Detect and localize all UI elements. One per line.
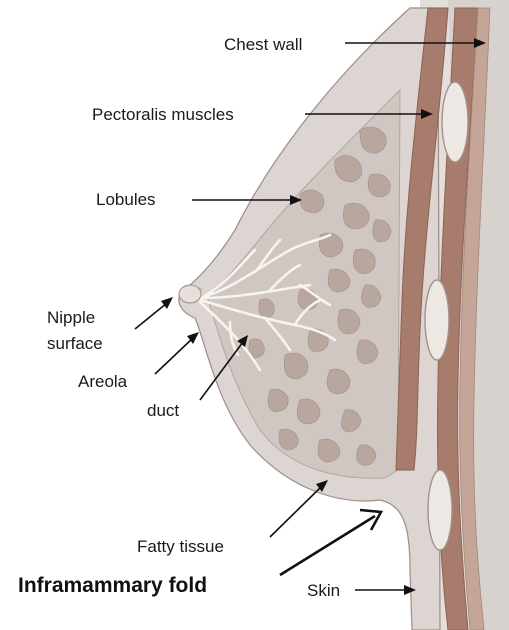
nipple-areola <box>179 285 202 303</box>
pectoralis-label: Pectoralis muscles <box>92 105 234 124</box>
lobules-label: Lobules <box>96 190 156 209</box>
nipple-label-line1: Nipple <box>47 308 95 327</box>
inframammary-label: Inframammary fold <box>18 574 207 597</box>
areola-label: Areola <box>78 372 128 391</box>
fatty-label: Fatty tissue <box>137 537 224 556</box>
skin-label: Skin <box>307 581 340 600</box>
inframammary-arrow-line <box>280 516 375 575</box>
duct-label: duct <box>147 401 179 420</box>
label-fatty-tissue: Fatty tissue <box>137 480 328 556</box>
fatty-arrow-line <box>270 486 322 537</box>
nipple-arrow-line <box>135 303 167 329</box>
nipple-label-line2: surface <box>47 334 103 353</box>
chest-wall-label: Chest wall <box>224 35 302 54</box>
areola-arrow-line <box>155 338 193 374</box>
label-skin: Skin <box>307 581 416 600</box>
label-nipple-surface: Nipple surface <box>47 297 173 353</box>
